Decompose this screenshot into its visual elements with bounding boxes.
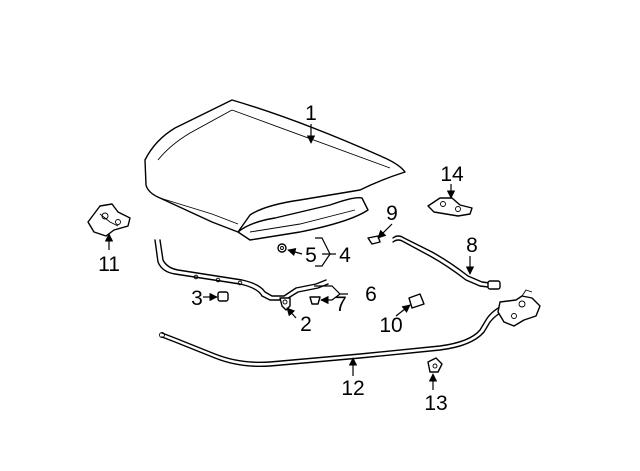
callout-4: 4 (339, 244, 351, 267)
callout-5: 5 (305, 244, 317, 267)
callout-7: 7 (335, 293, 347, 316)
hood-hinge-left (87, 203, 131, 237)
callout-11: 11 (98, 253, 120, 276)
callout-6: 6 (365, 283, 377, 306)
insulator-retainer (277, 243, 287, 253)
callout-10: 10 (379, 314, 402, 337)
hood-bumper (217, 291, 229, 302)
callout-13: 13 (424, 392, 447, 415)
callout-8: 8 (466, 234, 478, 257)
callout-14: 14 (440, 163, 464, 186)
leader-lines (104, 124, 475, 390)
callout-2: 2 (300, 313, 312, 336)
grommet (408, 293, 425, 309)
seal-clip (279, 297, 291, 311)
hood-latch (497, 289, 541, 327)
support-rod (392, 235, 501, 290)
latch-bolt (427, 357, 443, 373)
hood-seal (154, 239, 329, 301)
callout-1: 1 (305, 102, 317, 125)
rod-clip (367, 235, 381, 245)
callout-3: 3 (191, 287, 203, 310)
hood-panel (144, 99, 406, 241)
callout-9: 9 (386, 202, 398, 225)
hood-hinge-right (427, 197, 473, 217)
callout-12: 12 (341, 377, 364, 400)
release-cable (159, 303, 509, 368)
seal-retainer (309, 296, 321, 305)
